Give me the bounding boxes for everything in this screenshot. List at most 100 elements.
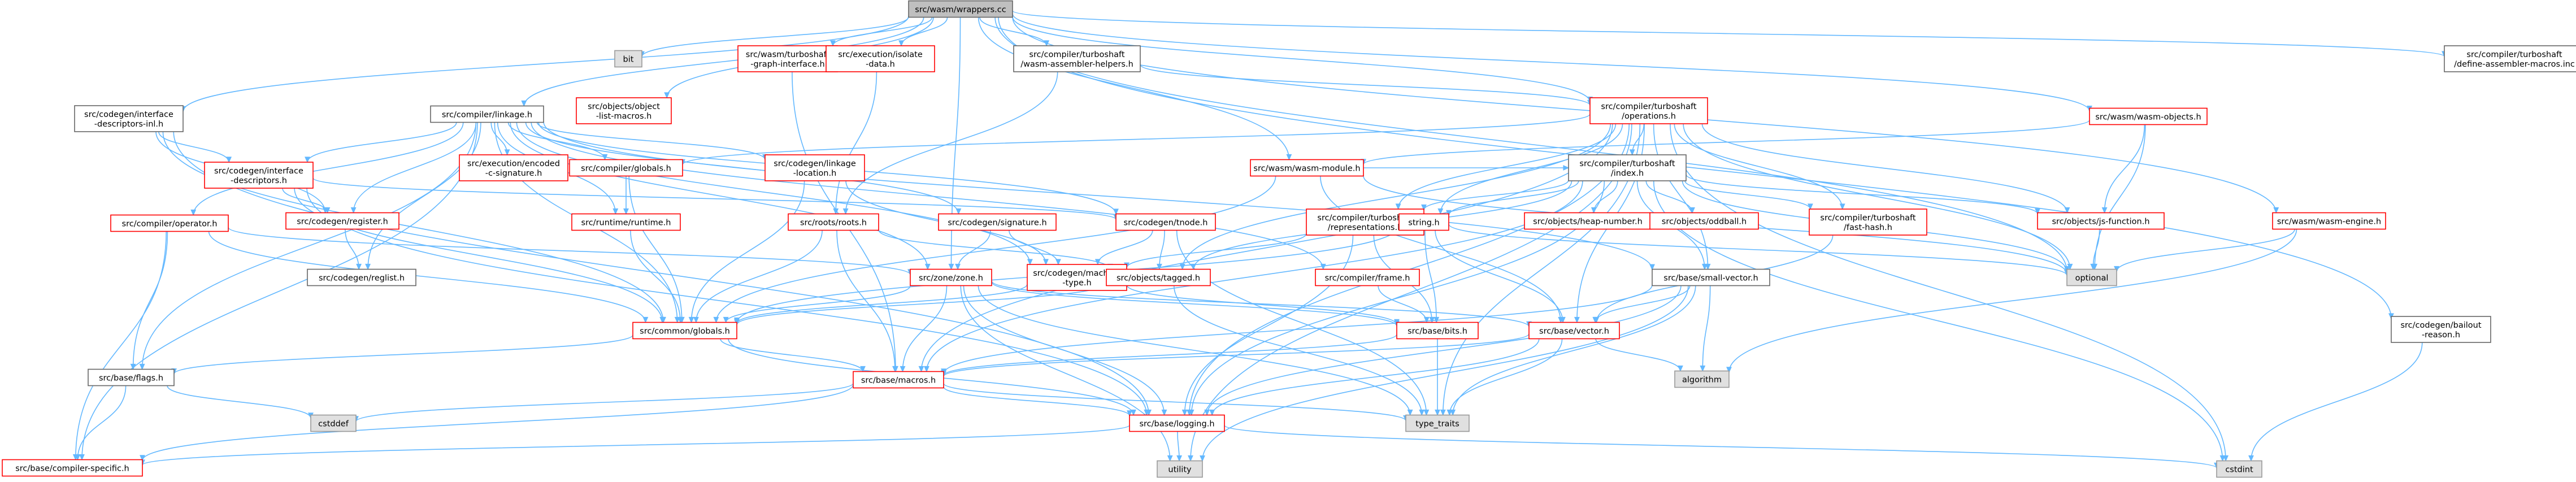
include-edge (1140, 64, 1591, 106)
graph-node-typetraits[interactable]: type_traits (1405, 414, 1470, 432)
include-edge (353, 122, 477, 213)
include-edge (991, 281, 1397, 327)
include-edge (1363, 119, 2090, 165)
include-edge (963, 285, 1165, 415)
include-edge (2092, 229, 2100, 270)
graph-node-cstdint[interactable]: cstdint (2216, 460, 2262, 478)
graph-node-utility[interactable]: utility (1157, 460, 1203, 478)
edge-arrowhead (642, 316, 649, 323)
include-edge (2251, 342, 2423, 461)
node-label: src/objects/object (588, 102, 660, 111)
graph-node-smallvec[interactable]: src/base/small-vector.h (1652, 268, 1770, 286)
graph-node-bailout[interactable]: src/codegen/bailout-reason.h (2391, 316, 2491, 343)
graph-node-runtime[interactable]: src/runtime/runtime.h (571, 213, 681, 231)
graph-node-string[interactable]: string.h (1398, 213, 1449, 231)
graph-node-lintr[interactable]: src/codegen/interface-descriptors-inl.h (74, 105, 184, 132)
edge-arrowhead (1807, 203, 1813, 210)
edge-arrowhead (1446, 210, 1452, 216)
graph-node-algorithm[interactable]: algorithm (1674, 370, 1730, 388)
graph-node-bits[interactable]: src/base/bits.h (1396, 322, 1479, 340)
graph-node-tsgraph[interactable]: src/wasm/turboshaft-graph-interface.h (737, 45, 838, 72)
graph-node-macros[interactable]: src/base/macros.h (853, 371, 944, 389)
graph-node-bit[interactable]: bit (614, 50, 642, 68)
graph-node-tnode[interactable]: src/codegen/tnode.h (1115, 213, 1216, 231)
node-label: src/compiler/frame.h (1325, 274, 1410, 283)
include-edge (1009, 230, 1059, 265)
edge-arrowhead (324, 207, 331, 214)
include-edge (1012, 10, 2445, 57)
edge-arrowhead (190, 209, 197, 216)
graph-node-roots[interactable]: src/roots/roots.h (788, 213, 879, 231)
graph-node-optional[interactable]: optional (2066, 268, 2117, 286)
graph-node-zone[interactable]: src/zone/zone.h (910, 268, 992, 286)
graph-node-frame[interactable]: src/compiler/frame.h (1315, 268, 1420, 286)
graph-node-objlist[interactable]: src/objects/object-list-macros.h (576, 97, 672, 124)
graph-node-tsindex[interactable]: src/compiler/turboshaft/index.h (1568, 154, 1687, 181)
graph-node-fasthash[interactable]: src/compiler/turboshaft/fast-hash.h (1809, 209, 1927, 236)
include-edge (978, 285, 1411, 415)
node-label: cstddef (318, 420, 349, 429)
include-edge (1424, 230, 1437, 323)
edge-arrowhead (2035, 208, 2040, 215)
graph-node-cstddef[interactable]: cstddef (310, 414, 357, 432)
dependency-edges (72, 10, 2447, 469)
graph-node-cmnglob[interactable]: src/common/globals.h (632, 322, 737, 340)
node-box (1398, 213, 1449, 231)
graph-node-compglob[interactable]: src/compiler/globals.h (569, 159, 683, 177)
include-edge (957, 230, 991, 270)
include-edge (1674, 123, 1843, 210)
graph-node-cgsig[interactable]: src/codegen/signature.h (938, 213, 1057, 231)
node-box (910, 268, 992, 286)
edge-arrowhead (1423, 316, 1430, 323)
graph-node-isodata[interactable]: src/execution/isolate-data.h (826, 45, 935, 72)
graph-node-register[interactable]: src/codegen/register.h (285, 212, 399, 230)
graph-node-compspec[interactable]: src/base/compiler-specific.h (2, 459, 143, 477)
graph-node-wasmasm[interactable]: src/compiler/turboshaft/wasm-assembler-h… (1013, 45, 1141, 72)
node-box (614, 50, 642, 68)
edge-arrowhead (1419, 409, 1425, 416)
include-edge (1181, 123, 1611, 270)
node-label: src/compiler/turboshaft (1317, 214, 1413, 223)
graph-node-wasmeng[interactable]: src/wasm/wasm-engine.h (2272, 212, 2386, 230)
node-label: src/base/flags.h (99, 374, 163, 383)
edge-arrowhead (1043, 259, 1049, 266)
node-label: src/codegen/interface (84, 110, 173, 119)
node-label: -c-signature.h (485, 169, 542, 178)
graph-node-logging[interactable]: src/base/logging.h (1129, 414, 1225, 432)
include-edge (2116, 229, 2295, 272)
edge-arrowhead (1446, 409, 1453, 416)
graph-node-oddball[interactable]: src/objects/oddball.h (1649, 212, 1759, 230)
include-edge (845, 71, 1058, 214)
graph-node-heapnum[interactable]: src/objects/heap-number.h (1524, 212, 1652, 230)
graph-node-wasmobj[interactable]: src/wasm/wasm-objects.h (2089, 107, 2208, 125)
edge-arrowhead (900, 366, 906, 372)
graph-node-wasmmod[interactable]: src/wasm/wasm-module.h (1250, 159, 1364, 177)
node-label: src/codegen/signature.h (948, 219, 1046, 228)
include-edge (998, 17, 2392, 319)
graph-node-intrdesc[interactable]: src/codegen/interface-descriptors.h (204, 162, 314, 189)
edge-arrowhead (75, 454, 81, 461)
include-edge (696, 230, 823, 323)
node-label: src/wasm/wasm-module.h (1253, 164, 1360, 173)
graph-node-flags[interactable]: src/base/flags.h (88, 368, 175, 387)
graph-node-reglist[interactable]: src/codegen/reglist.h (307, 268, 416, 286)
graph-node-tsops[interactable]: src/compiler/turboshaft/operations.h (1589, 97, 1708, 124)
graph-node-vector[interactable]: src/base/vector.h (1528, 322, 1620, 340)
graph-node-linkage[interactable]: src/compiler/linkage.h (430, 105, 544, 123)
include-edge (1645, 180, 1693, 213)
graph-node-execenc[interactable]: src/execution/encoded-c-signature.h (459, 154, 568, 181)
include-edge (208, 231, 646, 323)
include-edge (158, 131, 229, 163)
graph-node-defasm[interactable]: src/compiler/turboshaft/define-assembler… (2444, 45, 2576, 72)
graph-node-jsfunc[interactable]: src/objects/js-function.h (2037, 212, 2165, 230)
include-edge (1012, 14, 2090, 111)
graph-node-tsrepr[interactable]: src/compiler/turboshaft/representations.… (1306, 209, 1424, 236)
graph-node-tagged[interactable]: src/objects/tagged.h (1106, 268, 1211, 286)
graph-node-opertor[interactable]: src/compiler/operator.h (110, 214, 229, 232)
graph-node-linkloc[interactable]: src/codegen/linkage-location.h (764, 154, 865, 181)
graph-node-root[interactable]: src/wasm/wrappers.cc (908, 0, 1013, 18)
edge-arrowhead (918, 366, 924, 372)
edge-arrowhead (140, 455, 145, 462)
include-edge (1176, 230, 1427, 415)
edge-arrowhead (1200, 455, 1205, 462)
